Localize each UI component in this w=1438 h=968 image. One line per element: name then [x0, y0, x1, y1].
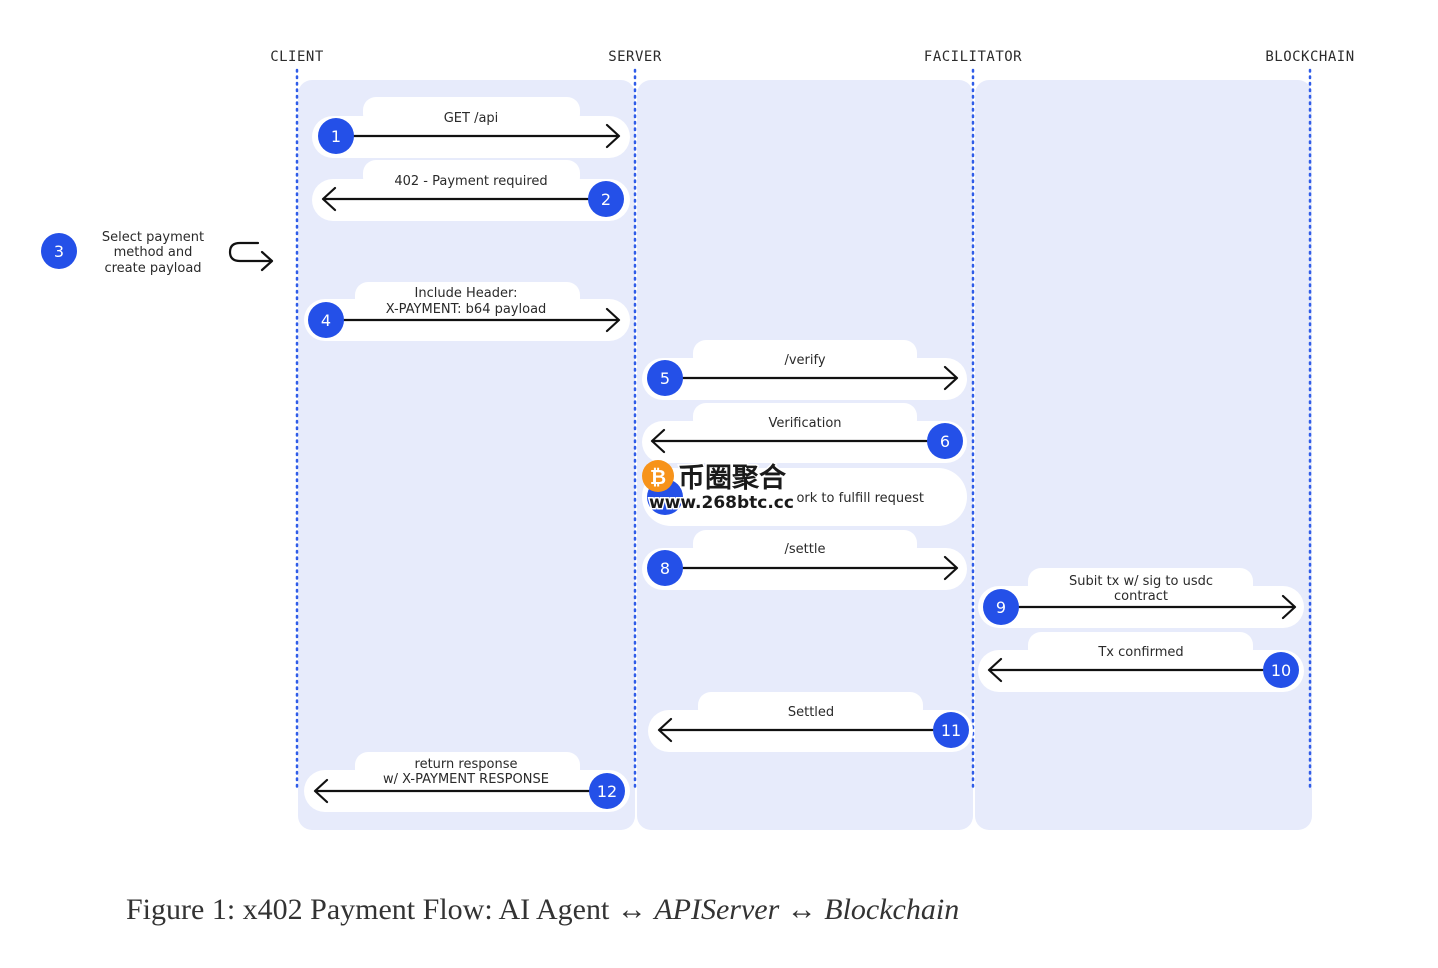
step-11-label: Settled: [788, 705, 834, 720]
step-4-number: 4: [321, 311, 331, 330]
left-arrow-icon: [987, 657, 1266, 683]
step-3-label-line-3: create payload: [104, 261, 201, 276]
actor-client-label: CLIENT: [270, 49, 324, 65]
step-11-number: 11: [941, 721, 961, 740]
lane-facilitator-blockchain: [975, 80, 1312, 830]
step-11-badge: [933, 712, 969, 748]
left-arrow-icon: [657, 717, 936, 743]
step-1-number: 1: [331, 127, 341, 146]
caption-arrow-2: ↔: [787, 893, 817, 926]
step-9-number: 9: [996, 598, 1006, 617]
step-10-message: Tx confirmed 10: [978, 632, 1304, 692]
step-4-label-line-2: X-PAYMENT: b64 payload: [386, 302, 547, 317]
step-8-message: /settle 8: [642, 530, 967, 590]
step-5-number: 5: [660, 369, 670, 388]
step-12-badge: [589, 773, 625, 809]
step-9-badge: [983, 589, 1019, 625]
step-2-label: 402 - Payment required: [394, 174, 547, 189]
figure-caption: Figure 1: x402 Payment Flow: AI Agent ↔ …: [126, 893, 959, 926]
step-3-badge: [41, 233, 77, 269]
step-1-badge: [318, 118, 354, 154]
step-4-badge: [308, 302, 344, 338]
caption-prefix: Figure 1: x402 Payment Flow: AI Agent: [126, 893, 617, 926]
lane-client-server: [298, 80, 635, 830]
step-12-label-line-1: return response: [415, 757, 518, 772]
actor-server-label: SERVER: [608, 49, 662, 65]
step-3-number: 3: [54, 242, 64, 261]
step-5-message: /verify 5: [642, 340, 967, 400]
step-1-message: GET /api 1: [312, 97, 630, 158]
step-5-label: /verify: [784, 353, 825, 368]
right-arrow-icon: [1015, 594, 1297, 620]
step-5-badge: [647, 360, 683, 396]
return-arrow-icon: [228, 241, 274, 272]
caption-arrow-1: ↔: [617, 893, 647, 926]
left-arrow-icon: [650, 428, 930, 454]
lifelines: [295, 68, 1312, 792]
step-6-number: 6: [940, 432, 950, 451]
actor-labels: CLIENT SERVER FACILITATOR BLOCKCHAIN: [270, 49, 1354, 65]
actor-blockchain-label: BLOCKCHAIN: [1265, 49, 1354, 65]
step-6-badge: [927, 423, 963, 459]
step-9-message: Subit tx w/ sig to usdc contract 9: [978, 568, 1304, 628]
bitcoin-symbol: ₿: [650, 465, 666, 489]
step-9-label-line-1: Subit tx w/ sig to usdc: [1069, 574, 1213, 589]
left-arrow-icon: [321, 186, 592, 212]
step-2-message: 402 - Payment required 2: [312, 160, 630, 221]
step-3-label-line-1: Select payment: [102, 230, 204, 245]
right-arrow-icon: [341, 307, 621, 333]
step-8-number: 8: [660, 559, 670, 578]
step-6-label: Verification: [768, 416, 841, 431]
caption-blockchain: Blockchain: [824, 893, 959, 926]
step-2-number: 2: [601, 190, 611, 209]
step-7-label: ork to fulfill request: [796, 491, 924, 506]
caption-api-server: APIServer: [652, 893, 779, 926]
step-10-badge: [1263, 652, 1299, 688]
step-9-label-line-2: contract: [1114, 589, 1168, 604]
step-1-label: GET /api: [444, 111, 499, 126]
step-12-message: return response w/ X-PAYMENT RESPONSE 12: [304, 752, 630, 812]
step-11-message: Settled 11: [648, 692, 973, 752]
step-6-message: Verification 6: [642, 403, 967, 463]
step-10-label: Tx confirmed: [1097, 645, 1183, 660]
right-arrow-icon: [679, 365, 959, 391]
right-arrow-icon: [350, 123, 621, 149]
step-12-number: 12: [597, 782, 617, 801]
actor-facilitator-label: FACILITATOR: [924, 49, 1022, 65]
step-3-self-action: 3 Select payment method and create paylo…: [34, 221, 286, 281]
step-8-badge: [647, 550, 683, 586]
step-4-label-line-1: Include Header:: [415, 286, 518, 301]
step-2-badge: [588, 181, 624, 217]
step-4-message: Include Header: X-PAYMENT: b64 payload 4: [304, 282, 630, 341]
step-8-label: /settle: [785, 542, 826, 557]
watermark-title: 币圈聚合: [678, 462, 786, 494]
step-3-label-line-2: method and: [114, 245, 193, 260]
step-12-label-line-2: w/ X-PAYMENT RESPONSE: [383, 772, 549, 787]
watermark-logo: ₿ 币圈聚合 www.268btc.cc: [642, 460, 795, 515]
left-arrow-icon: [313, 778, 592, 804]
right-arrow-icon: [679, 555, 959, 581]
watermark-url: www.268btc.cc: [649, 493, 794, 513]
step-10-number: 10: [1271, 661, 1291, 680]
bitcoin-icon: [642, 460, 674, 492]
